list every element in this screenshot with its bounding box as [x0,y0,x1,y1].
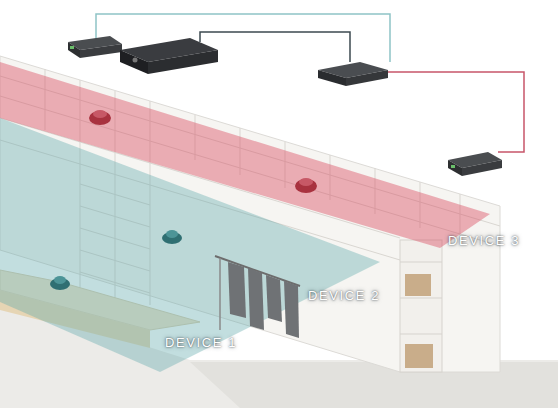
small-controller [448,152,502,176]
shelf-column-lines [400,262,442,334]
device-label: DEVICE 2 [308,288,380,303]
small-controller [68,36,122,58]
network-switch [318,62,388,86]
shelf-wall [0,56,500,372]
device-label: DEVICE 3 [448,233,520,248]
dome-device-red [295,178,317,193]
wire-dark [200,32,350,62]
shelf-column [400,240,442,372]
wire-red [384,72,524,152]
dome-device-teal [50,276,70,290]
storage-box [405,274,431,296]
dome-device-red [89,110,111,125]
amplifier [120,38,218,74]
hanging-clothes [228,262,299,338]
wire-teal [96,14,390,62]
coverage-zone-red [0,62,490,248]
device-label: DEVICE 1 [165,335,237,350]
storage-box [405,344,433,368]
dome-device-teal [162,230,182,244]
floor-step [190,362,558,408]
rack-leg [219,258,221,330]
